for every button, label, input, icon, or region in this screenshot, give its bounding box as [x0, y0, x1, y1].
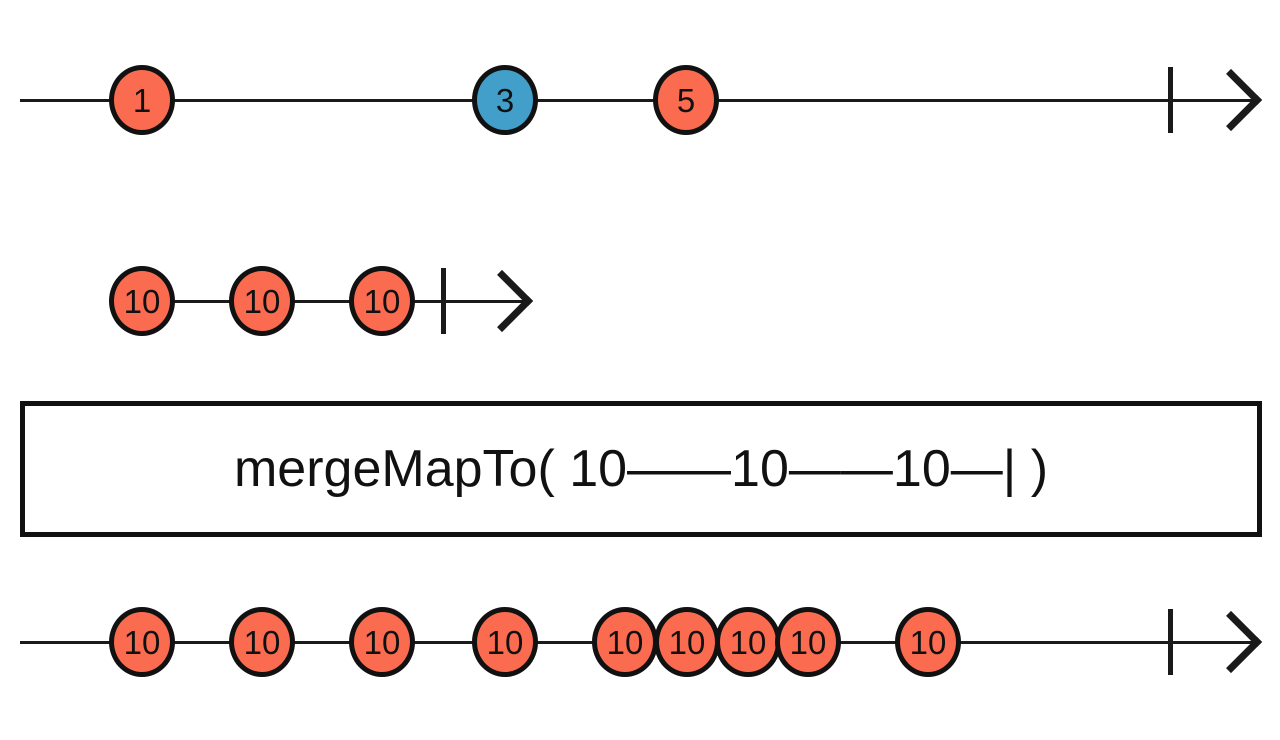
marble: 10: [229, 607, 295, 677]
marble: 10: [349, 266, 415, 336]
marble: 10: [895, 607, 961, 677]
marble: 10: [349, 607, 415, 677]
arrowhead-icon: [470, 269, 534, 333]
marble: 10: [229, 266, 295, 336]
arrowhead-icon: [1199, 610, 1263, 674]
marble: 1: [109, 65, 175, 135]
timeline-line: [20, 98, 1256, 102]
marble: 5: [653, 65, 719, 135]
marble: 10: [109, 607, 175, 677]
marble: 10: [472, 607, 538, 677]
marble: 10: [654, 607, 720, 677]
marble: 10: [592, 607, 658, 677]
timeline-line: [142, 299, 527, 303]
marble: 3: [472, 65, 538, 135]
complete-bar: [1167, 609, 1173, 675]
arrowhead-icon: [1199, 68, 1263, 132]
complete-bar: [440, 268, 446, 334]
operator-label: mergeMapTo( 10——10——10—| ): [233, 440, 1049, 498]
marble: 10: [109, 266, 175, 336]
marble: 10: [715, 607, 781, 677]
complete-bar: [1167, 67, 1173, 133]
operator-box: mergeMapTo( 10——10——10—| ): [20, 401, 1262, 537]
marble: 10: [775, 607, 841, 677]
